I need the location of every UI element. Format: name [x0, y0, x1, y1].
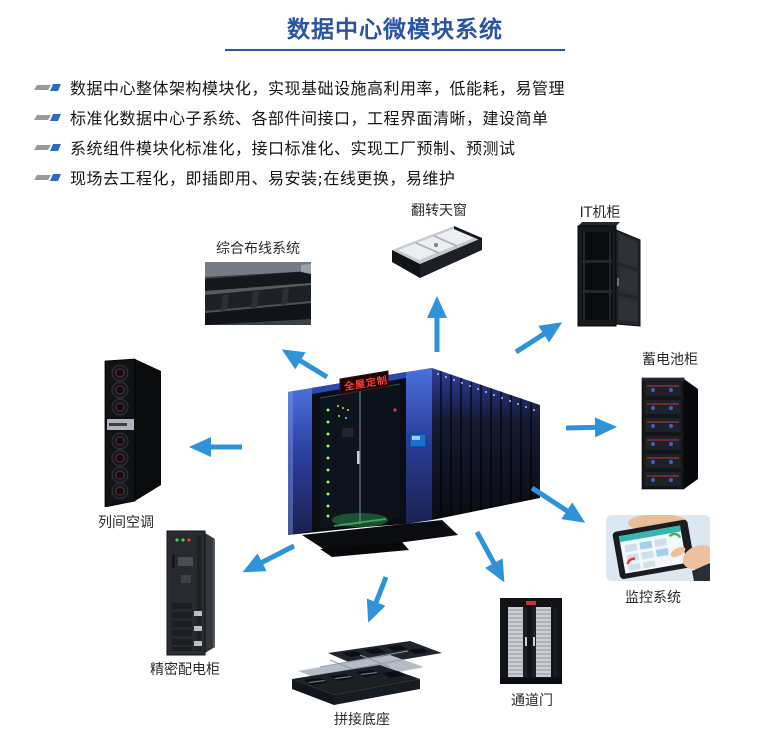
- arrow-battery: [565, 417, 617, 438]
- feature-text: 系统组件模块化标准化，接口标准化、实现工厂预制、预测试: [70, 139, 516, 158]
- feature-item: 数据中心整体架构模块化，实现基础设施高利用率，低能耗，易管理: [34, 72, 734, 102]
- arrow-it-rack: [514, 322, 563, 355]
- aircon-illustration: [104, 358, 161, 507]
- feature-text: 标准化数据中心子系统、各部件间接口，工程界面清晰，建设简单: [70, 109, 549, 128]
- it-rack-illustration: [577, 222, 641, 327]
- bullet-icon: [34, 174, 61, 181]
- feature-list: 数据中心整体架构模块化，实现基础设施高利用率，低能耗，易管理 标准化数据中心子系…: [34, 72, 734, 192]
- label-pdu: 精密配电柜: [150, 662, 220, 678]
- label-battery: 蓄电池柜: [642, 352, 698, 368]
- label-monitoring: 监控系统: [625, 590, 681, 606]
- title-underline: [225, 49, 565, 51]
- feature-item: 现场去工程化，即插即用、易安装;在线更换，易维护: [34, 162, 734, 192]
- door-illustration: [500, 598, 562, 684]
- arrow-base: [366, 576, 389, 623]
- monitoring-image: [606, 515, 710, 581]
- bullet-icon: [34, 114, 61, 121]
- label-skylight: 翻转天窗: [411, 203, 467, 219]
- aircon-image: [95, 357, 173, 507]
- label-base: 拼接底座: [334, 712, 390, 728]
- bullet-icon: [34, 84, 61, 91]
- module-sign: 全屋定制: [339, 370, 389, 395]
- base-illustration: [292, 641, 442, 705]
- skylight-image: [384, 220, 486, 282]
- feature-item: 系统组件模块化标准化，接口标准化、实现工厂预制、预测试: [34, 132, 734, 162]
- feature-text: 数据中心整体架构模块化，实现基础设施高利用率，低能耗，易管理: [70, 79, 566, 98]
- page-title: 数据中心微模块系统: [287, 17, 503, 43]
- base-image: [290, 637, 446, 709]
- center-module-illustration: 全屋定制: [288, 368, 540, 557]
- label-aircon: 列间空调: [98, 515, 154, 531]
- battery-image: [638, 375, 702, 491]
- feature-item: 标准化数据中心子系统、各部件间接口，工程界面清晰，建设简单: [34, 102, 734, 132]
- skylight-illustration: [392, 226, 482, 278]
- door-image: [499, 597, 563, 685]
- monitoring-illustration: [606, 515, 710, 581]
- it-rack-image: [570, 220, 666, 332]
- feature-text: 现场去工程化，即插即用、易安装;在线更换，易维护: [70, 169, 456, 188]
- bullet-icon: [34, 144, 61, 151]
- pdu-illustration: [166, 530, 215, 656]
- label-cabling: 综合布线系统: [216, 241, 300, 257]
- cabling-illustration: [205, 262, 311, 325]
- center-module-image: 全屋定制: [278, 358, 548, 563]
- battery-illustration: [641, 377, 698, 490]
- cabling-image: [205, 262, 311, 325]
- pdu-image: [161, 527, 221, 659]
- label-it-rack: IT机柜: [579, 205, 621, 221]
- label-door: 通道门: [511, 693, 553, 709]
